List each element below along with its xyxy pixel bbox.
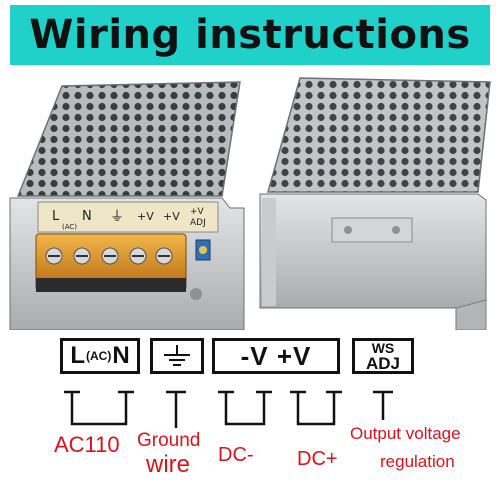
photo-label-ground: ⏚: [110, 209, 124, 225]
terminal-ac-label: (AC): [86, 349, 112, 363]
regulation-label: regulation: [380, 452, 455, 471]
terminal-voltage-label: -V +V: [240, 340, 312, 371]
power-supply-right: [259, 77, 491, 331]
power-supply-left: L N (AC) ⏚ +V +V +V ADJ: [9, 81, 245, 331]
photo-label-v2: +V: [163, 210, 180, 223]
photo-label-v3: +V: [190, 207, 205, 217]
ground-label: Ground: [137, 430, 201, 451]
terminal-box-voltage: -V +V: [212, 338, 340, 374]
terminal-l-label: L: [70, 342, 85, 369]
dc-plus-bracket: [296, 392, 336, 426]
header-banner: Wiring instructions: [10, 5, 490, 65]
dc-minus-label: DC-: [218, 444, 254, 466]
power-supply-illustration: L N (AC) ⏚ +V +V +V ADJ: [9, 77, 491, 331]
ground-icon: [164, 345, 190, 366]
photo-label-n: N: [82, 209, 92, 224]
wiring-lines: [64, 390, 393, 428]
photo-label-l: L: [52, 209, 60, 224]
wire-label: wire: [146, 451, 191, 478]
photo-label-v1: +V: [137, 210, 154, 223]
dc-plus-label: DC+: [297, 448, 338, 470]
ac-wire-bracket: [70, 392, 128, 426]
terminal-n-label: N: [112, 342, 130, 369]
photo-label-ac: (AC): [62, 223, 77, 231]
dc-minus-bracket: [224, 392, 266, 426]
terminal-box-ground: [150, 338, 204, 374]
terminal-box-adjust: WS ADJ: [352, 338, 414, 374]
terminal-box-ln: L (AC) N: [60, 338, 140, 374]
page-title: Wiring instructions: [29, 12, 471, 58]
product-photo: L N (AC) ⏚ +V +V +V ADJ: [0, 68, 500, 331]
terminal-ws-label: WS: [371, 340, 395, 356]
photo-label-adj: ADJ: [190, 218, 206, 228]
output-voltage-label: Output voltage: [350, 424, 461, 443]
terminal-adj-label: ADJ: [365, 354, 400, 373]
ac110-label: AC110: [54, 432, 120, 457]
